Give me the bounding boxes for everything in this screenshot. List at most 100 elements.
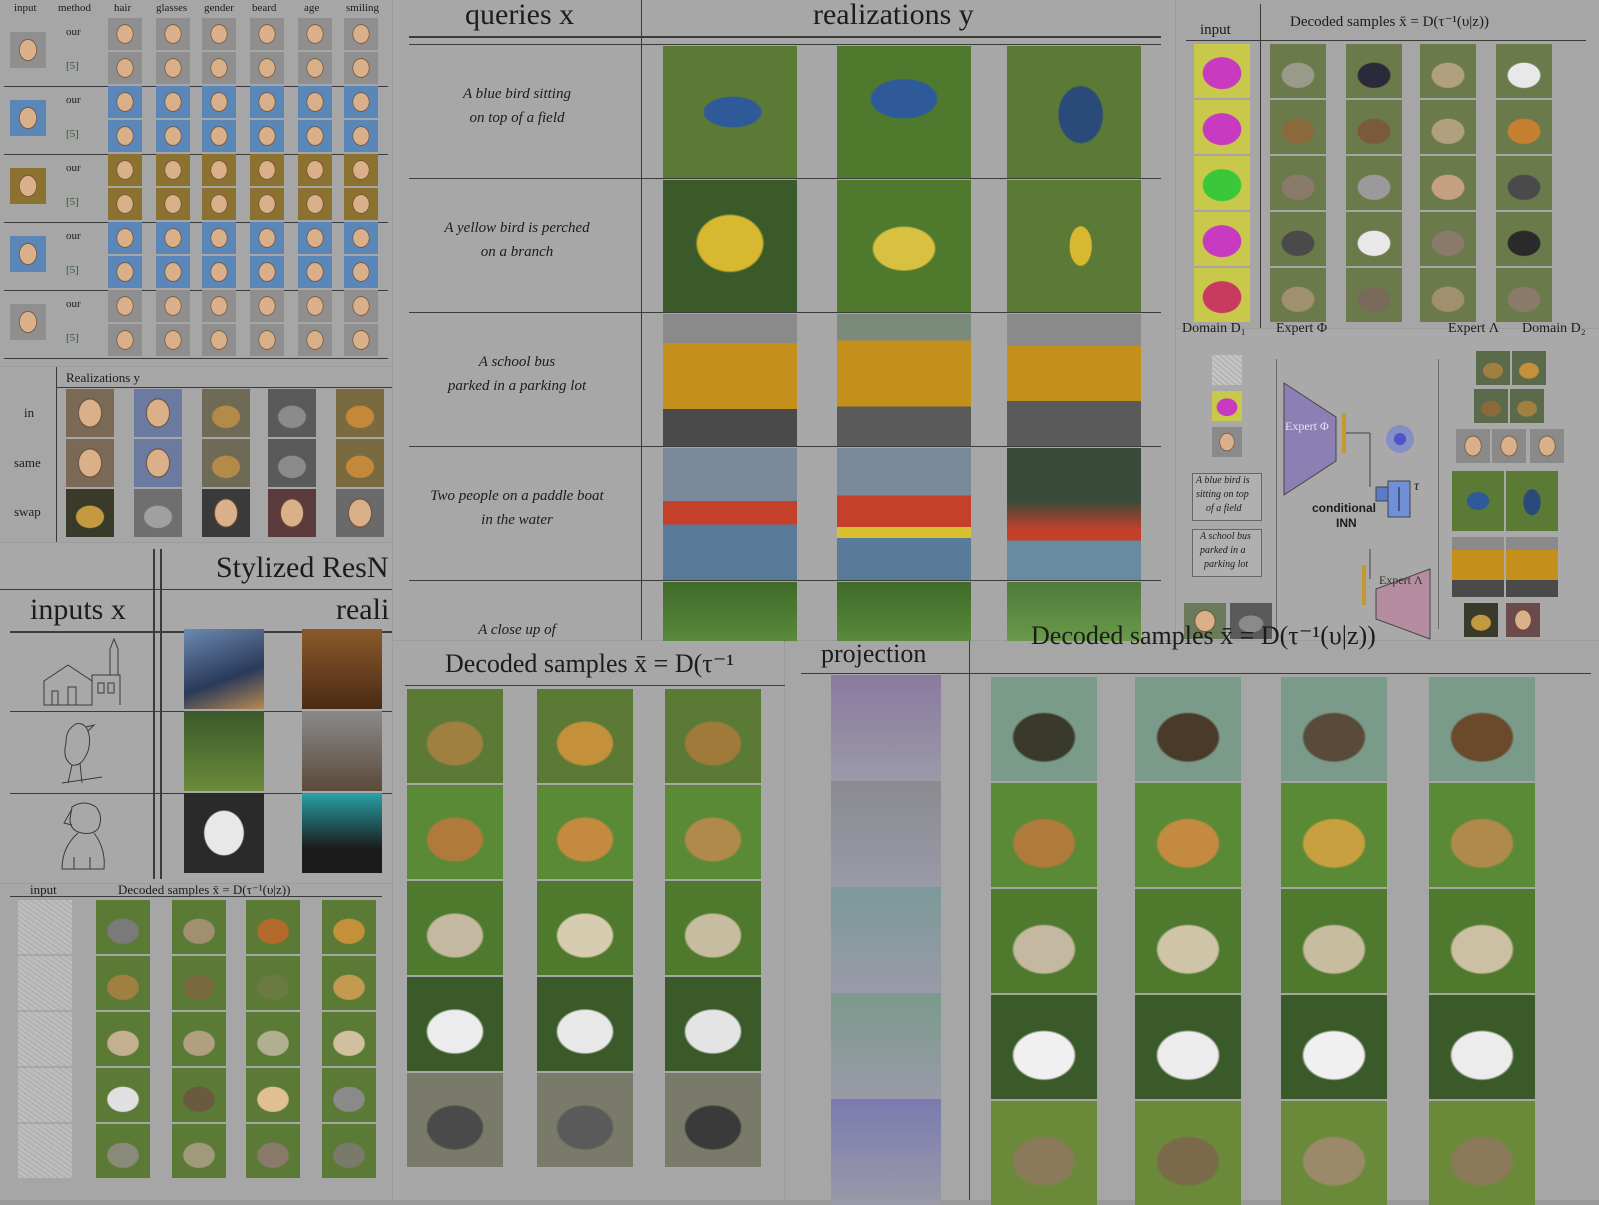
queries-x-header: queries x [465, 0, 574, 32]
face-result-0-0-4 [298, 18, 332, 50]
group-divider-4 [4, 358, 388, 359]
input-face-2 [10, 168, 46, 204]
domain2-face-1 [1456, 429, 1490, 463]
face-result-1-0-0 [108, 86, 142, 118]
projection-decoded-1-0 [991, 783, 1097, 887]
edge-decoded-3-2 [246, 1068, 300, 1122]
input-face-1 [10, 100, 46, 136]
edge-decoded-4-1 [172, 1124, 226, 1178]
projection-swatch-2 [831, 887, 941, 993]
edges-decoded-label: Decoded samples x̄ = D(τ⁻¹(υ|z)) [118, 882, 291, 897]
realization-1-0 [663, 180, 797, 312]
group-divider-0 [4, 86, 388, 87]
realization-img-2-0 [66, 489, 114, 537]
domain1-face-thumb-2 [1184, 603, 1226, 639]
projection-decoded-4-3 [1429, 1101, 1535, 1205]
expert-lambda-label: Expert Λ [1379, 573, 1423, 587]
domain2-bus-1 [1452, 537, 1504, 597]
stylized-resnet-panel: Stylized ResN inputs x reali [0, 543, 392, 883]
segmentation-panel: input Decoded samples x̄ = D(τ⁻¹(υ|z)) [1176, 0, 1599, 328]
projection-cut-title: Decoded samples x̄ = D(τ⁻¹(υ|z)) [1031, 621, 1376, 650]
face-result-3-0-4 [298, 222, 332, 254]
projection-swatch-0 [831, 675, 941, 781]
seg-decoded-0-2 [1420, 44, 1476, 98]
face-result-3-0-3 [250, 222, 284, 254]
face-result-1-1-0 [108, 120, 142, 152]
attr-header-0: input [14, 2, 37, 14]
decoded-mid-1-1 [537, 785, 633, 879]
face-result-1-1-1 [156, 120, 190, 152]
method-label-4-1: [5] [66, 332, 79, 344]
face-result-4-0-5 [344, 290, 378, 322]
projection-decoded-0-1 [1135, 677, 1241, 781]
decoded-mid-4-1 [537, 1073, 633, 1167]
face-result-2-1-1 [156, 188, 190, 220]
realization-0-0 [663, 46, 797, 178]
face-result-4-1-5 [344, 324, 378, 356]
edge-input-3 [18, 1068, 72, 1122]
seg-decoded-3-2 [1420, 212, 1476, 266]
realizations-label: reali [336, 593, 390, 626]
face-result-2-0-3 [250, 154, 284, 186]
domain2-dog-2 [1512, 351, 1546, 385]
realization-img-2-4 [336, 489, 384, 537]
projection-decoded-1-3 [1429, 783, 1535, 887]
domain2-face-3 [1530, 429, 1564, 463]
decoded-mid-3-2 [665, 977, 761, 1071]
caption-2-line-2: parked in a [1200, 545, 1246, 556]
face-result-0-1-3 [250, 52, 284, 84]
realization-3-2 [1007, 448, 1141, 580]
face-result-0-1-1 [156, 52, 190, 84]
face-result-4-1-2 [202, 324, 236, 356]
projection-decoded-3-1 [1135, 995, 1241, 1099]
realization-img-0-2 [202, 389, 250, 437]
diagram-header-3: Expert Λ [1448, 321, 1499, 336]
face-result-1-1-5 [344, 120, 378, 152]
cinn-label-1: conditional [1312, 501, 1376, 515]
face-result-3-1-4 [298, 256, 332, 288]
edge-decoded-2-1 [172, 1012, 226, 1066]
query-0-line-2: on top of a field [469, 110, 565, 126]
edges-decoded-panel: input Decoded samples x̄ = D(τ⁻¹(υ|z)) [0, 882, 392, 1200]
edge-decoded-2-3 [322, 1012, 376, 1066]
projection-decoded-4-0 [991, 1101, 1097, 1205]
decoded-mid-2-1 [537, 881, 633, 975]
face-result-2-1-0 [108, 188, 142, 220]
decoded-mid-1-0 [407, 785, 503, 879]
domain2-bird-1 [1452, 471, 1504, 531]
query-row-divider-4 [409, 580, 1161, 581]
domain2-dog-4 [1510, 389, 1544, 423]
tau-label: τ [1414, 479, 1420, 494]
group-divider-1 [4, 154, 388, 155]
decoded-mid-2-0 [407, 881, 503, 975]
domain2-face-thumb [1506, 603, 1540, 637]
face-result-0-1-0 [108, 52, 142, 84]
diagram-drawing [1283, 382, 1431, 640]
face-result-1-0-2 [202, 86, 236, 118]
face-result-0-0-2 [202, 18, 236, 50]
group-divider-3 [4, 290, 388, 291]
face-result-1-1-4 [298, 120, 332, 152]
group-divider-2 [4, 222, 388, 223]
attr-header-7: smiling [346, 2, 380, 14]
domain2-bird-2 [1506, 471, 1558, 531]
method-label-2-0: our [66, 162, 81, 174]
edge-decoded-3-3 [322, 1068, 376, 1122]
realization-img-1-1 [134, 439, 182, 487]
stylized-title: Stylized ResN [216, 551, 389, 584]
edge-input-2 [18, 1012, 72, 1066]
edge-decoded-3-0 [96, 1068, 150, 1122]
sketch-bird [61, 723, 103, 784]
domain2-face-2 [1492, 429, 1526, 463]
query-row-divider-2 [409, 312, 1161, 313]
caption-1-line-1: A blue bird is [1196, 475, 1250, 486]
projection-decoded-1-1 [1135, 783, 1241, 887]
face-result-0-0-0 [108, 18, 142, 50]
realization-4-1 [837, 582, 971, 642]
row-label-same: same [14, 455, 41, 470]
attr-header-3: glasses [156, 2, 188, 14]
diagram-header-2: Expert Φ [1276, 321, 1328, 336]
seg-map-1 [1194, 100, 1250, 154]
projection-decoded-2-0 [991, 889, 1097, 993]
